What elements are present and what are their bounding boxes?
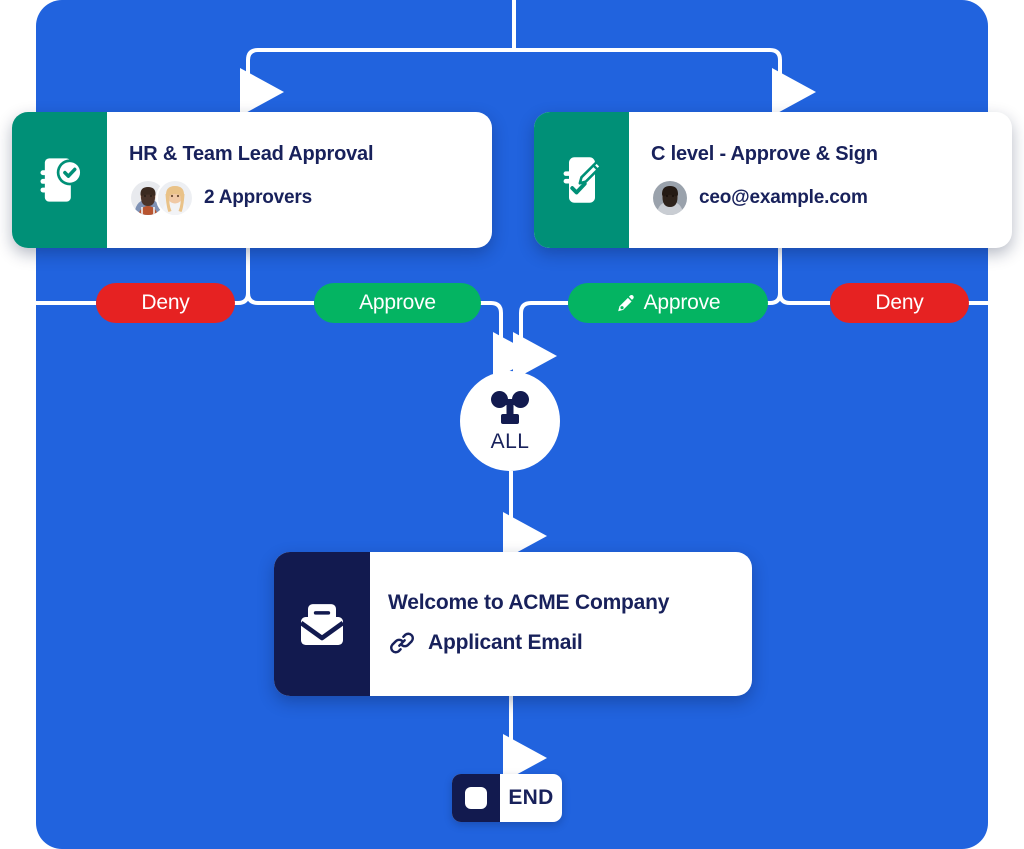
pill-label: Approve bbox=[643, 291, 721, 314]
avatar-group bbox=[129, 179, 194, 217]
envelope-icon bbox=[299, 604, 345, 645]
card-title: Welcome to ACME Company bbox=[388, 591, 670, 615]
card-icon-panel bbox=[12, 112, 107, 248]
node-end[interactable]: END bbox=[452, 774, 562, 822]
card-subtitle-row: 2 Approvers bbox=[129, 179, 470, 217]
card-body: HR & Team Lead Approval bbox=[107, 112, 492, 248]
pill-deny-c-level[interactable]: Deny bbox=[830, 283, 969, 323]
card-icon-panel bbox=[534, 112, 629, 248]
avatar bbox=[156, 179, 194, 217]
pill-label: Deny bbox=[141, 291, 190, 314]
card-subtitle-text: 2 Approvers bbox=[204, 187, 312, 208]
card-subtitle-row: Applicant Email bbox=[388, 629, 734, 657]
document-check-icon bbox=[40, 158, 83, 202]
card-body: C level - Approve & Sign bbox=[629, 112, 1012, 248]
merge-junction-icon bbox=[491, 390, 529, 424]
pill-label: Approve bbox=[359, 291, 436, 314]
avatar bbox=[129, 179, 167, 217]
pill-approve-c-level[interactable]: Approve bbox=[568, 283, 768, 323]
node-card-c-level[interactable]: C level - Approve & Sign bbox=[534, 112, 1012, 248]
end-icon-panel bbox=[452, 774, 500, 822]
card-icon-panel bbox=[274, 552, 370, 696]
link-icon bbox=[390, 632, 414, 654]
node-card-email[interactable]: Welcome to ACME Company Applicant Email bbox=[274, 552, 752, 696]
card-title: C level - Approve & Sign bbox=[651, 143, 878, 165]
document-sign-icon bbox=[563, 157, 602, 203]
card-title: HR & Team Lead Approval bbox=[129, 143, 374, 165]
pill-label: Deny bbox=[875, 291, 924, 314]
signature-pen-icon bbox=[617, 295, 634, 312]
pill-approve-hr[interactable]: Approve bbox=[314, 283, 481, 323]
card-subtitle-text: ceo@example.com bbox=[699, 187, 868, 208]
stop-square-icon bbox=[465, 787, 487, 809]
card-subtitle-row: ceo@example.com bbox=[651, 179, 990, 217]
card-body: Welcome to ACME Company Applicant Email bbox=[370, 552, 752, 696]
end-label: END bbox=[508, 786, 554, 809]
node-all-junction[interactable]: ALL bbox=[460, 371, 560, 471]
card-subtitle-text: Applicant Email bbox=[428, 630, 583, 654]
node-card-hr-approval[interactable]: HR & Team Lead Approval bbox=[12, 112, 492, 248]
avatar-group bbox=[651, 179, 689, 217]
avatar bbox=[651, 179, 689, 217]
all-label: ALL bbox=[490, 429, 530, 453]
pill-deny-hr[interactable]: Deny bbox=[96, 283, 235, 323]
